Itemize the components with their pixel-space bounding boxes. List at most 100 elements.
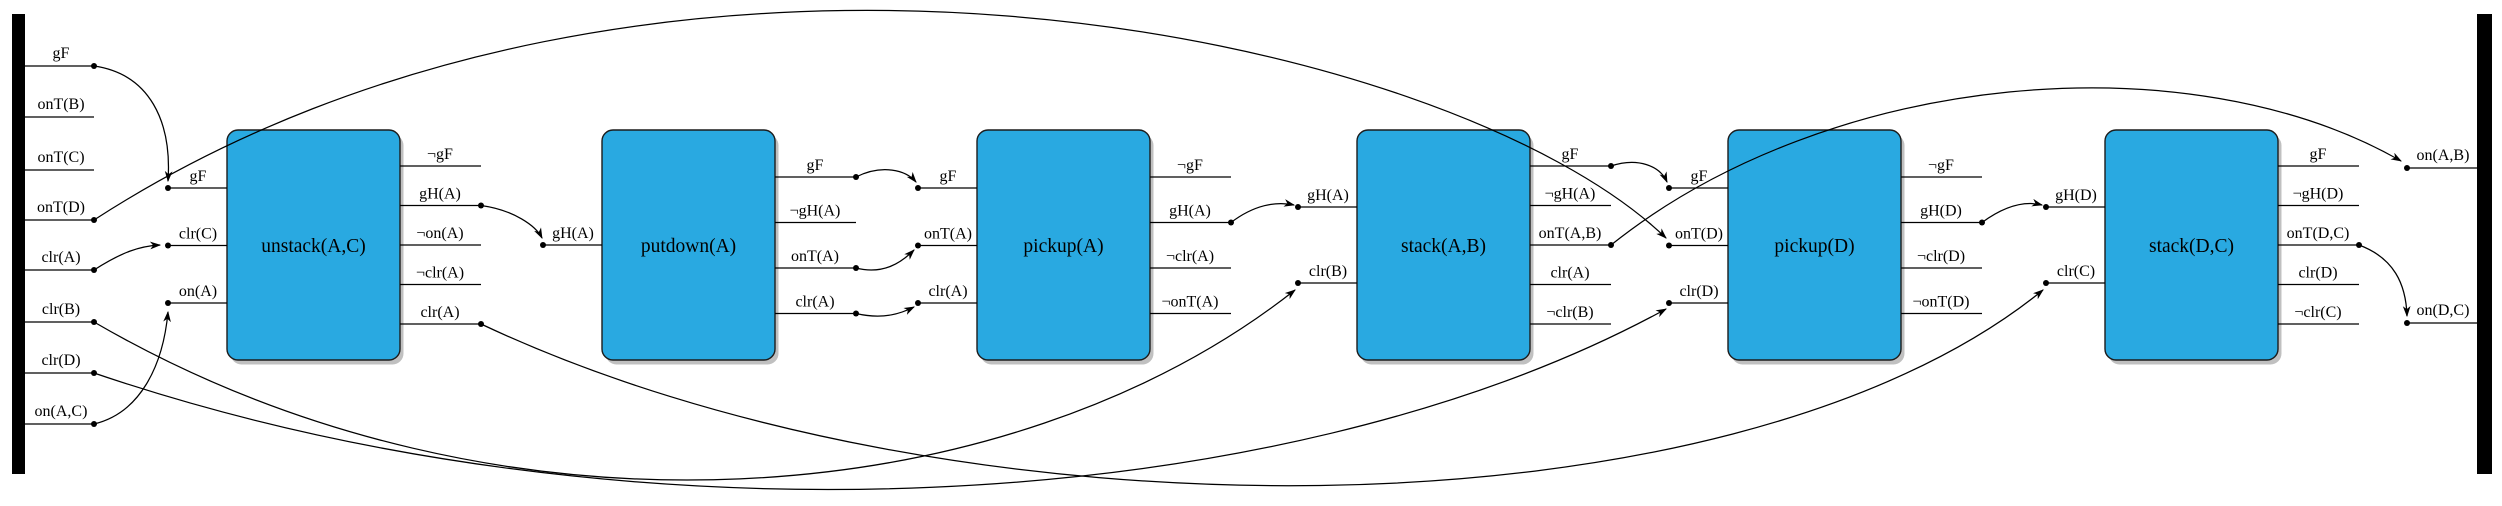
- output-port-label: ¬clr(B): [1546, 304, 1593, 321]
- edge-putdown(A).output.clr(A)->pickup(A).input.clr(A): [855, 306, 915, 317]
- action-box-label: unstack(A,C): [261, 236, 366, 257]
- output-port-label: clr(A): [420, 304, 459, 321]
- input-port-label: gH(D): [2055, 187, 2097, 204]
- output-port-label: onT(A,B): [1539, 225, 1602, 242]
- action-box-label: putdown(A): [641, 236, 736, 257]
- initial-fact-label: onT(D): [37, 199, 85, 216]
- output-port-label: gH(D): [1920, 203, 1962, 220]
- edge-initial.gF->unstack(A,C).input.gF: [93, 65, 173, 183]
- input-port-dot: [1295, 280, 1301, 286]
- edge-initial.on(A,C)->unstack(A,C).input.on(A): [93, 310, 171, 425]
- edge-initial.clr(A)->unstack(A,C).input.clr(C): [93, 241, 162, 271]
- output-port-label: clr(D): [2298, 265, 2337, 282]
- input-port-label: gF: [940, 168, 957, 185]
- causal-links: [93, 9, 2411, 491]
- action-unstack(A,C): unstack(A,C) gF clr(C) on(A) ¬gF gH(A) ¬on(A) ¬…: [165, 129, 484, 365]
- action-pickup(D): pickup(D) gF onT(D) clr(D) ¬gF gH(D) ¬clr(D) ¬o…: [1666, 129, 1985, 365]
- edge-initial.clr(D)->pickup(D).input.clr(D): [93, 308, 1667, 491]
- input-port-dot: [540, 242, 546, 248]
- goal-fact-label: on(A,B): [2417, 147, 2470, 164]
- input-port-label: gH(A): [552, 225, 594, 242]
- input-port-dot: [915, 300, 921, 306]
- input-port-dot: [1666, 300, 1672, 306]
- goal-state-bar: [2477, 14, 2492, 474]
- input-port-dot: [2043, 204, 2049, 210]
- action-putdown(A): putdown(A) gH(A) gF ¬gH(A) onT(A) clr(A): [540, 129, 859, 365]
- input-port-dot: [165, 242, 171, 249]
- action-pickup(A): pickup(A) gF onT(A) clr(A) ¬gF gH(A) ¬clr(A) ¬o…: [915, 129, 1234, 365]
- input-port-label: clr(D): [1679, 283, 1718, 300]
- goal-fact-label: on(D,C): [2417, 302, 2470, 319]
- edge-initial.clr(B)->stack(A,B).input.clr(B): [93, 289, 1296, 481]
- output-port-label: gH(A): [419, 186, 461, 203]
- action-box-label: stack(A,B): [1401, 236, 1486, 257]
- output-port-label: gF: [1562, 146, 1579, 163]
- edge-initial.onT(D)->pickup(D).input.onT(D): [93, 9, 1667, 239]
- output-port-label: ¬on(A): [416, 225, 463, 242]
- initial-fact-label: clr(B): [42, 301, 80, 318]
- input-port-label: onT(D): [1675, 226, 1723, 243]
- output-port-label: ¬gH(A): [790, 203, 841, 220]
- edge-stack(D,C).output.onT(D,C)->goal.on(D,C): [2358, 244, 2411, 318]
- input-port-dot: [915, 185, 921, 191]
- initial-state-bar: [12, 14, 25, 474]
- edge-stack(A,B).output.gF->pickup(D).input.gF: [1610, 161, 1668, 184]
- input-port-dot: [1666, 242, 1672, 249]
- output-port-label: clr(A): [795, 294, 834, 311]
- initial-facts: gF onT(B) onT(C) onT(D) clr(A) clr(B) clr(D) on…: [25, 45, 97, 427]
- input-port-label: gF: [1691, 168, 1708, 185]
- output-port-label: ¬clr(A): [1166, 248, 1214, 265]
- action-box-label: pickup(A): [1023, 236, 1103, 257]
- output-port-label: gF: [807, 157, 824, 174]
- goal-fact-dot: [2404, 165, 2410, 171]
- input-port-label: clr(C): [179, 226, 217, 243]
- input-port-label: on(A): [179, 283, 217, 300]
- output-port-label: ¬clr(A): [416, 265, 464, 282]
- output-port-label: ¬onT(D): [1912, 294, 1969, 311]
- input-port-dot: [1666, 185, 1672, 191]
- input-port-label: onT(A): [924, 226, 972, 243]
- edge-putdown(A).output.onT(A)->pickup(A).input.onT(A): [855, 249, 915, 271]
- action-stack(A,B): stack(A,B) gH(A) clr(B) gF ¬gH(A) onT(A,B) clr…: [1295, 129, 1614, 365]
- edge-putdown(A).output.gF->pickup(A).input.gF: [855, 169, 917, 183]
- edge-unstack(A,C).output.gH(A)->putdown(A).input.gH(A): [480, 204, 543, 239]
- output-port-label: gH(A): [1169, 203, 1211, 220]
- output-port-label: ¬clr(C): [2294, 304, 2341, 321]
- initial-fact-label: clr(A): [41, 249, 80, 266]
- initial-fact-label: gF: [53, 45, 70, 62]
- input-port-label: gF: [190, 168, 207, 185]
- initial-fact-label: clr(D): [41, 352, 80, 369]
- input-port-label: clr(B): [1309, 263, 1347, 280]
- initial-fact-label: onT(C): [37, 149, 84, 166]
- goal-facts: on(A,B) on(D,C): [2404, 147, 2477, 326]
- input-port-label: clr(A): [928, 283, 967, 300]
- edge-stack(A,B).output.onT(A,B)->goal.on(A,B): [1610, 87, 2402, 246]
- input-port-label: clr(C): [2057, 263, 2095, 280]
- input-port-dot: [2043, 280, 2049, 286]
- initial-fact-label: on(A,C): [35, 403, 88, 420]
- output-port-label: ¬gH(A): [1545, 186, 1596, 203]
- action-box-label: stack(D,C): [2149, 236, 2234, 257]
- output-port-label: gF: [2310, 146, 2327, 163]
- output-port-label: clr(A): [1550, 265, 1589, 282]
- input-port-dot: [1295, 204, 1301, 210]
- input-port-dot: [165, 300, 171, 306]
- input-port-dot: [165, 185, 171, 191]
- output-port-label: ¬clr(D): [1917, 248, 1965, 265]
- output-port-label: ¬gF: [1177, 157, 1203, 174]
- initial-fact-label: onT(B): [37, 96, 84, 113]
- action-stack(D,C): stack(D,C)gH(D)clr(C)gF¬gH(D)onT(D,C)clr…: [2043, 129, 2362, 365]
- edge-pickup(D).output.gH(D)->stack(D,C).input.gH(D): [1981, 198, 2044, 224]
- output-port-label: ¬gF: [427, 146, 453, 163]
- action-box-label: pickup(D): [1774, 236, 1854, 257]
- output-port-label: onT(A): [791, 248, 839, 265]
- edge-unstack(A,C).output.clr(A)->stack(D,C).input.clr(C): [480, 289, 2044, 487]
- output-port-label: ¬gF: [1928, 157, 1954, 174]
- output-port-label: ¬gH(D): [2293, 186, 2344, 203]
- output-port-label: ¬onT(A): [1161, 294, 1218, 311]
- input-port-label: gH(A): [1307, 187, 1349, 204]
- input-port-dot: [915, 242, 921, 249]
- goal-fact-dot: [2404, 320, 2410, 326]
